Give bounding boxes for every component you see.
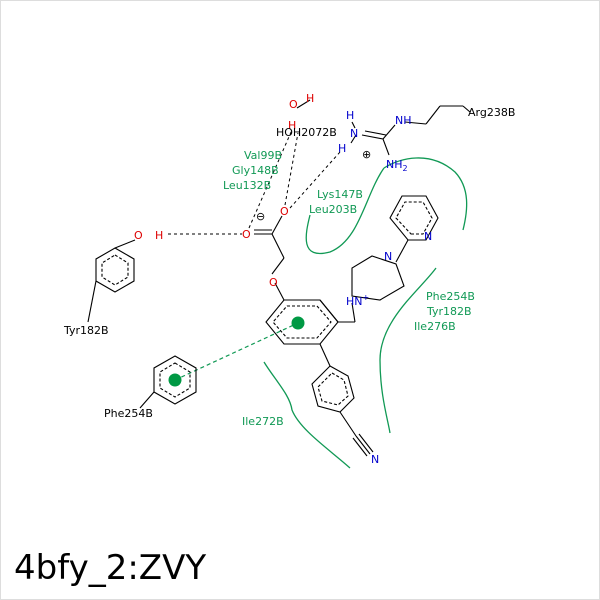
arg-h-top-label: H (346, 109, 354, 122)
hbond-water-carboxylate-2 (284, 132, 299, 206)
hydrophobic-label-gly148b: Gly148B (232, 164, 279, 177)
bond-ch2-carboxyl (271, 233, 285, 259)
hbond-lines (168, 129, 341, 235)
bond-guanidine-2 (361, 134, 384, 140)
positive-charge-symbol: ⊕ (362, 148, 371, 161)
arg-h-bottom-label: H (338, 142, 346, 155)
tyr-hydrogen-label: H (155, 229, 163, 242)
hydrophobic-label-ile276b: Ile276B (414, 320, 456, 333)
water-oxygen-label: O (289, 98, 298, 111)
nitrile-n-label: N (371, 453, 379, 466)
piperazine-ring (351, 255, 405, 301)
bond-guanidine-3 (382, 138, 390, 156)
hydrophobic-label-val99b: Val99B (244, 149, 282, 162)
pyridine-ring-aromatic (395, 201, 433, 235)
phe-ring (153, 355, 197, 405)
bond-phe-backbone (139, 391, 155, 409)
residue-labels: HOH2072B Arg238B Tyr182B Phe254B (63, 106, 515, 420)
arg-nh-label: NH (395, 114, 412, 127)
negative-charge-symbol: ⊖ (256, 210, 265, 223)
arg-n-label: N (350, 127, 358, 140)
arg-residue-label: Arg238B (468, 106, 515, 119)
carboxyl-oxygen-1-label: O (242, 228, 251, 241)
hydrophobic-label-ile272b: Ile272B (242, 415, 284, 428)
diagram-title: 4bfy_2:ZVY (14, 548, 207, 588)
bond-water-oh (296, 99, 311, 109)
bond-tyr-backbone (87, 280, 97, 323)
water-hydrogen-2-label: H (288, 119, 296, 132)
bond-carboxyl-o2 (271, 215, 283, 235)
hydrophobic-arc-lys (305, 167, 385, 255)
arg-nh2-label: NH2 (386, 158, 408, 173)
bond-cn-triple-3 (352, 437, 368, 457)
bond-ring-cn (339, 411, 357, 437)
bond-ring-side (319, 299, 339, 323)
hydrophobic-arc-ile272 (263, 361, 351, 469)
bond-arg-chain-3 (462, 105, 471, 113)
phe-ring-aromatic (159, 362, 191, 398)
hydrophobic-label-lys147b: Lys147B (317, 188, 363, 201)
cyanophenyl-ring-aromatic (317, 372, 349, 406)
hbond-arg-carboxylate (289, 151, 341, 209)
bond-guanidine-h2 (351, 121, 356, 129)
bond-guanidine-2-double (364, 130, 387, 136)
central-ring-aromatic (272, 305, 332, 339)
bond-cn-triple-2 (358, 433, 374, 453)
bond-ch2-nplus (351, 302, 356, 323)
water-hydrogen-1-label: H (306, 92, 314, 105)
carboxyl-oxygen-2-label: O (280, 205, 289, 218)
pyridine-ring (389, 195, 439, 241)
bond-cn-triple-1 (355, 435, 371, 455)
ether-oxygen-label: O (269, 276, 278, 289)
tyr-residue-label: Tyr182B (63, 324, 109, 337)
bond-piperazine-pyridine (395, 239, 409, 263)
bond-arg-chain-1 (425, 105, 441, 125)
bond-arg-nh-c (404, 121, 427, 125)
phe-ring-centroid (168, 373, 182, 387)
tyr-ring-aromatic (101, 254, 129, 286)
bond-guanidine-1 (382, 124, 396, 140)
bond-tyr-oh (114, 239, 136, 249)
phe-residue-label: Phe254B (104, 407, 153, 420)
bond-ring-oxygen (274, 282, 285, 301)
piperazine-nplus-label: HN+ (346, 293, 369, 308)
atom-labels: O O O ⊖ O H O H H H N H NH NH2 ⊕ HN+ N N… (134, 92, 432, 466)
hydrophobic-label-tyr182b: Tyr182B (426, 305, 472, 318)
hydrophobic-contours (263, 157, 468, 469)
bond-ring-cyanophenyl (319, 343, 331, 367)
tyr-oxygen-label: O (134, 229, 143, 242)
hydrophobic-label-leu132b: Leu132B (223, 179, 271, 192)
hydrophobic-label-leu203b: Leu203B (309, 203, 357, 216)
pyridine-n-label: N (424, 230, 432, 243)
pi-stacking-line (174, 322, 299, 381)
hydrophobic-arc-phe (379, 267, 437, 434)
bond-guanidine-h1 (350, 134, 357, 144)
hydrophobic-label-phe254b: Phe254B (426, 290, 475, 303)
hydrophobic-arc-pocket-top (383, 157, 468, 231)
central-ring-centroid (291, 316, 305, 330)
hydrophobic-labels: Val99B Gly148B Leu132B Lys147B Leu203B P… (223, 149, 475, 428)
ligand-bonds (87, 99, 471, 457)
piperazine-n-label: N (384, 250, 392, 263)
tyr-ring (95, 247, 135, 293)
water-residue-label: HOH2072B (276, 126, 337, 139)
bond-ether-ch2 (271, 257, 285, 275)
